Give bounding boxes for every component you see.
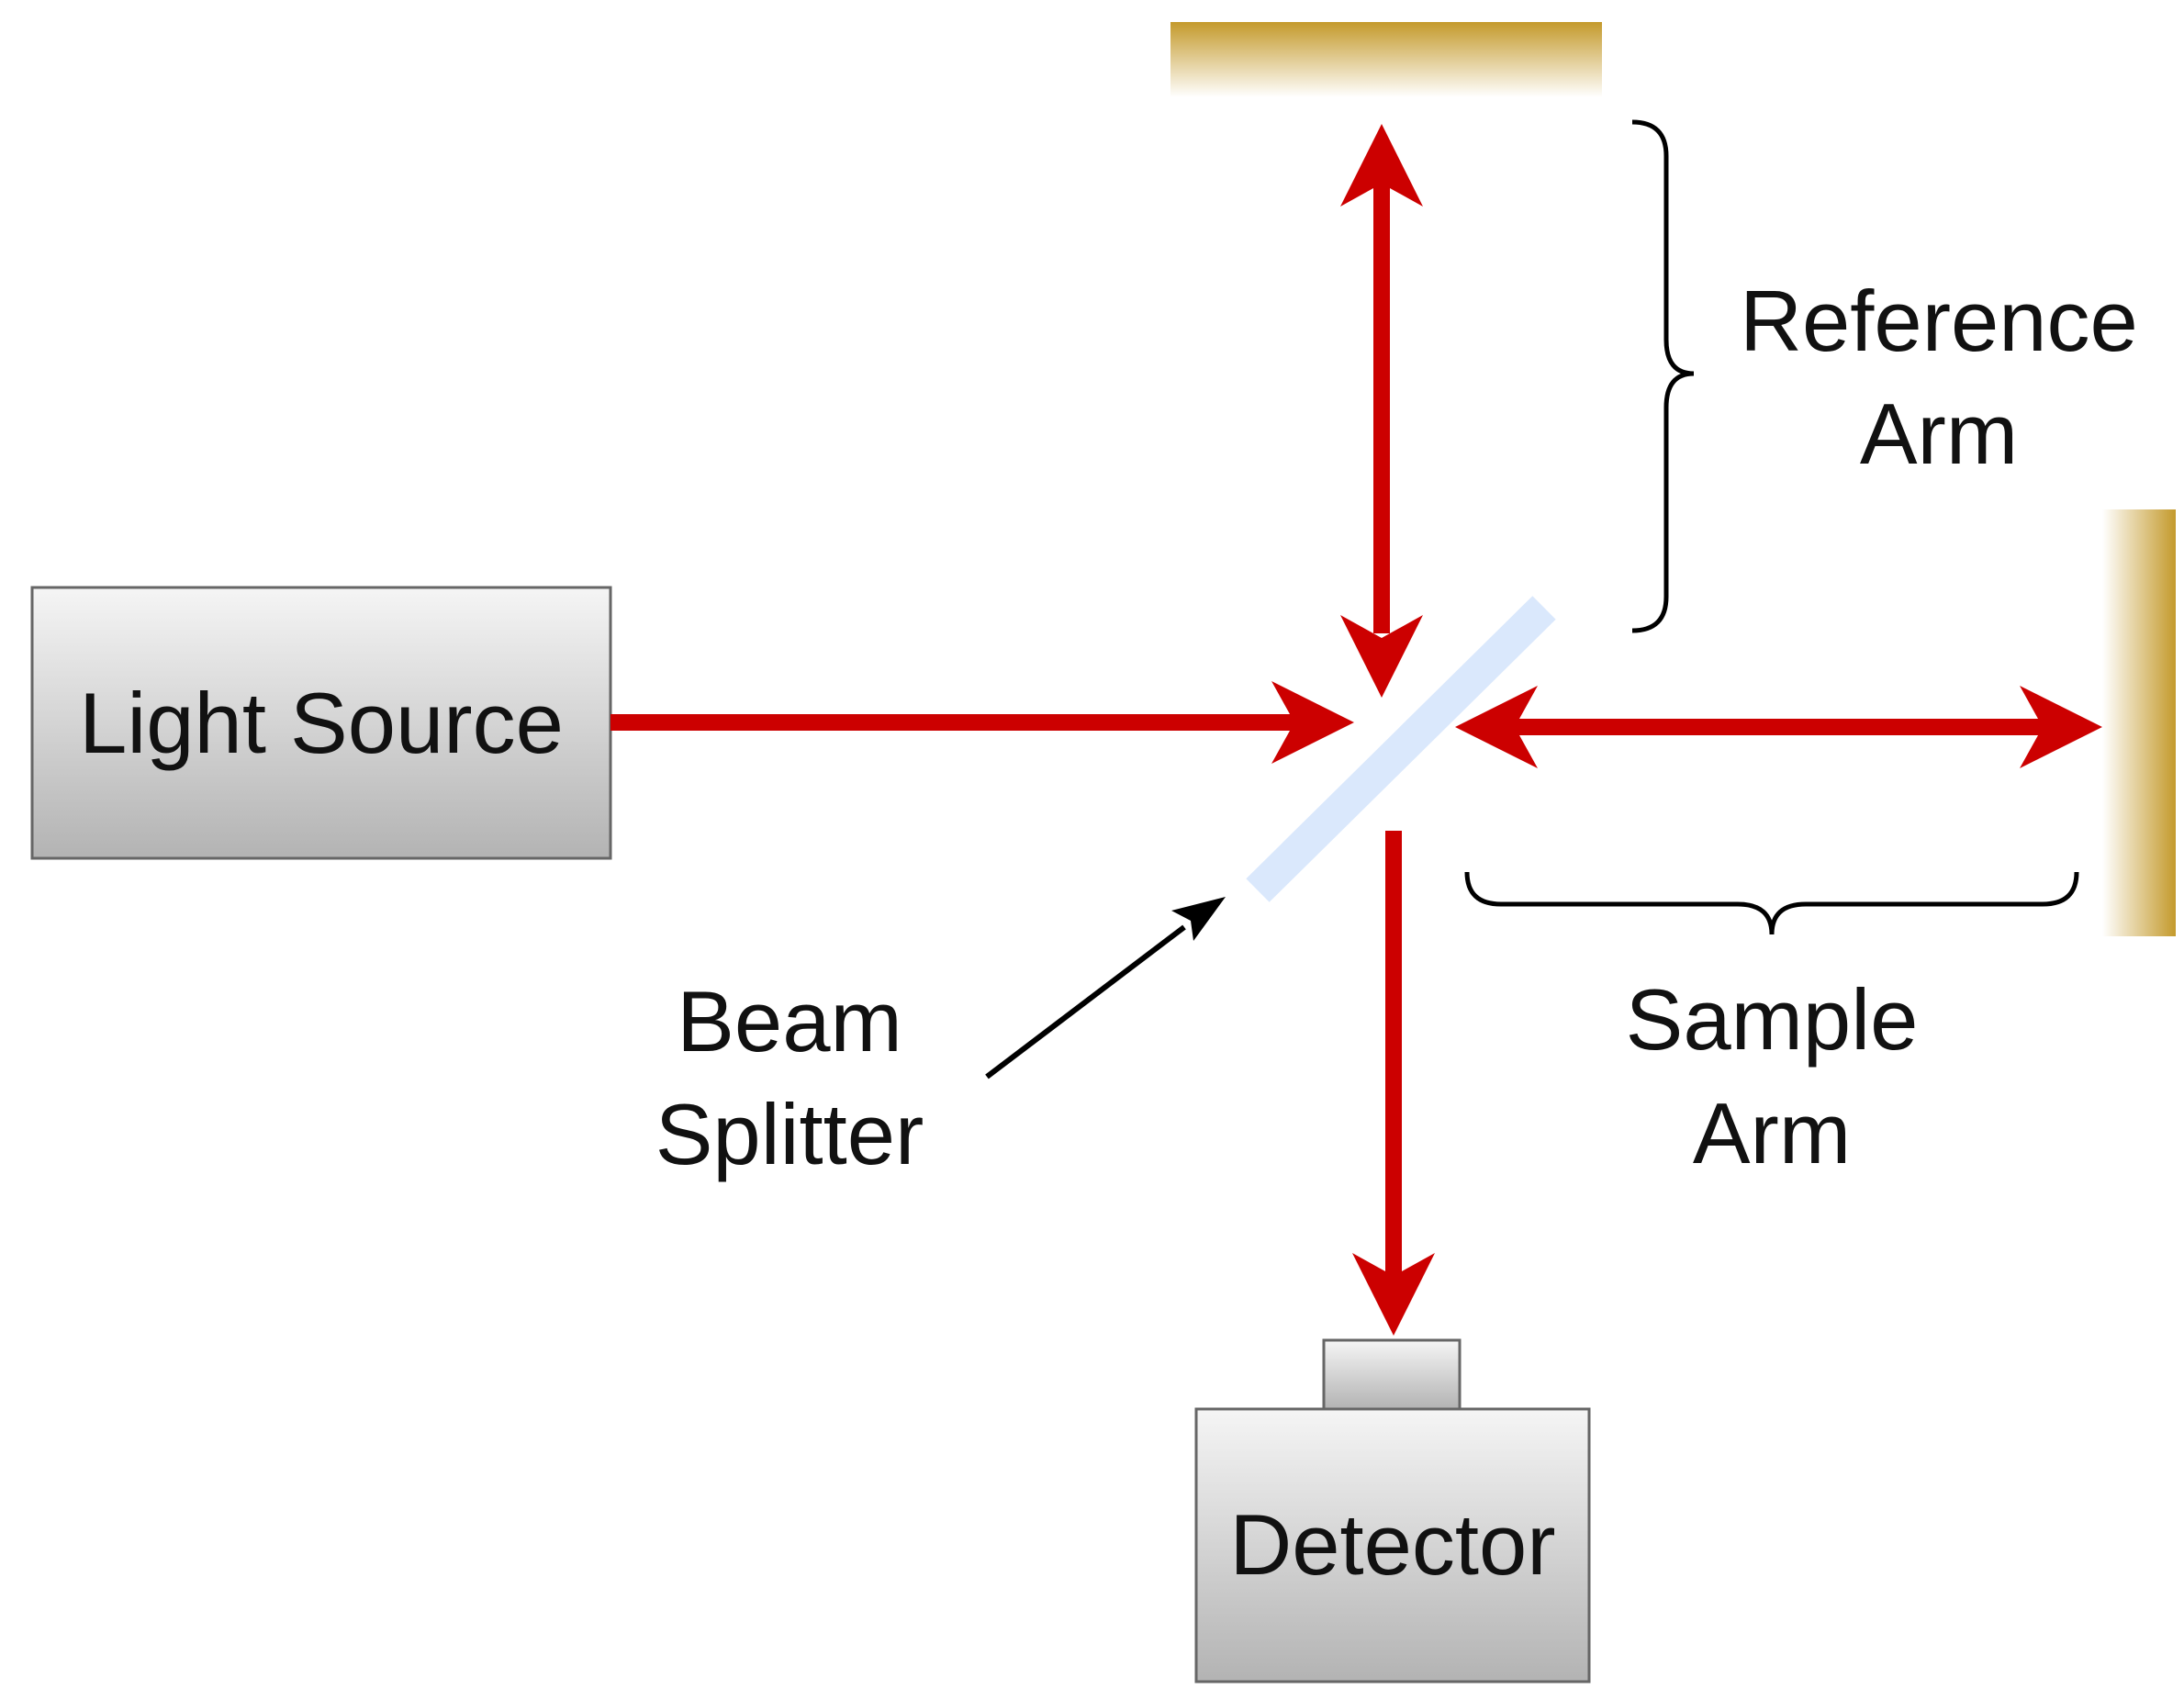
- reference-arm-beam-arrow: [1340, 124, 1423, 698]
- sample-arm-brace: [1464, 871, 2079, 935]
- detector-box: [1194, 1407, 1591, 1683]
- sample-arm-label-line2: Arm: [1693, 1085, 1851, 1181]
- sample-mirror: [2102, 509, 2176, 936]
- reference-arm-label-line1: Reference: [1740, 273, 2138, 369]
- light-source-label: Light Source: [79, 675, 564, 771]
- sample-arm-beam-arrow: [1455, 686, 2102, 768]
- sample-arm-label-line1: Sample: [1626, 971, 1919, 1068]
- beam-splitter: [1246, 596, 1556, 902]
- beam-splitter-label-line2: Splitter: [655, 1086, 924, 1182]
- light-source-box: [30, 586, 612, 860]
- detector-sensor: [1322, 1338, 1462, 1411]
- detector-label: Detector: [1229, 1496, 1555, 1593]
- detector-beam-arrow: [1352, 831, 1435, 1336]
- incident-beam-arrow: [610, 681, 1354, 764]
- reference-arm-label-line2: Arm: [1860, 386, 2018, 482]
- reference-mirror: [1170, 22, 1602, 97]
- beam-splitter-label-line1: Beam: [677, 973, 902, 1069]
- reference-arm-brace: [1631, 119, 1695, 633]
- beam-splitter-pointer-arrow: [985, 897, 1226, 1079]
